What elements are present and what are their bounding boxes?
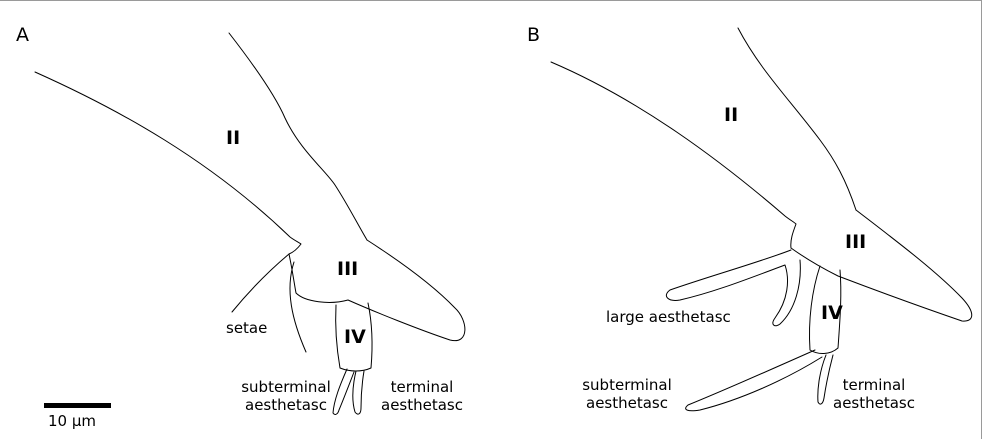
panel-b-segment-ii-label: II bbox=[724, 104, 738, 126]
panel-a-letter: A bbox=[16, 24, 29, 46]
scale-bar-label: 10 µm bbox=[48, 412, 96, 430]
panel-a-subterminal-label: subterminal aesthetasc bbox=[227, 378, 345, 414]
panel-b-terminal-line1: terminal bbox=[824, 376, 924, 394]
panel-a-terminal-aesthetasc bbox=[353, 371, 364, 414]
panel-a-segment-ii-outline bbox=[35, 72, 301, 254]
panel-b-large-aesthetasc-label: large aesthetasc bbox=[606, 308, 731, 326]
panel-a-segment-iv-label: IV bbox=[344, 326, 366, 348]
panel-a-segment-iii-label: III bbox=[337, 258, 358, 280]
panel-a-segment-ii-right-edge bbox=[229, 33, 367, 240]
panel-a-setae-label: setae bbox=[226, 319, 267, 337]
panel-a-terminal-label: terminal aesthetasc bbox=[372, 378, 472, 414]
panel-b-subterminal-line2: aesthetasc bbox=[568, 394, 686, 412]
panel-a-drawing bbox=[35, 33, 465, 414]
panel-b-subterminal-label: subterminal aesthetasc bbox=[568, 376, 686, 412]
panel-b-subterminal-line1: subterminal bbox=[568, 376, 686, 394]
panel-b-segment-iv-label: IV bbox=[821, 302, 843, 324]
panel-b-segment-ii-outline bbox=[551, 62, 796, 248]
panel-b-segment-iii-outline bbox=[791, 210, 972, 321]
panel-a-segment-ii-label: II bbox=[226, 127, 240, 149]
panel-a-subterminal-line1: subterminal bbox=[227, 378, 345, 396]
panel-b-segment-ii-right-edge bbox=[738, 28, 856, 210]
panel-a-segment-iii-outline bbox=[289, 240, 465, 341]
panel-b-letter: B bbox=[527, 24, 540, 46]
scale-bar bbox=[44, 403, 111, 408]
panel-a-seta-outer bbox=[232, 254, 289, 312]
panel-a-terminal-line2: aesthetasc bbox=[372, 396, 472, 414]
panel-b-terminal-label: terminal aesthetasc bbox=[824, 376, 924, 412]
panel-b-subterminal-aesthetasc bbox=[686, 350, 822, 411]
panel-a-subterminal-line2: aesthetasc bbox=[227, 396, 345, 414]
panel-a-terminal-line1: terminal bbox=[372, 378, 472, 396]
panel-b-segment-iii-label: III bbox=[845, 231, 866, 253]
panel-a-seta-inner bbox=[290, 262, 306, 352]
panel-b-terminal-line2: aesthetasc bbox=[824, 394, 924, 412]
panel-b-drawing bbox=[551, 28, 972, 411]
